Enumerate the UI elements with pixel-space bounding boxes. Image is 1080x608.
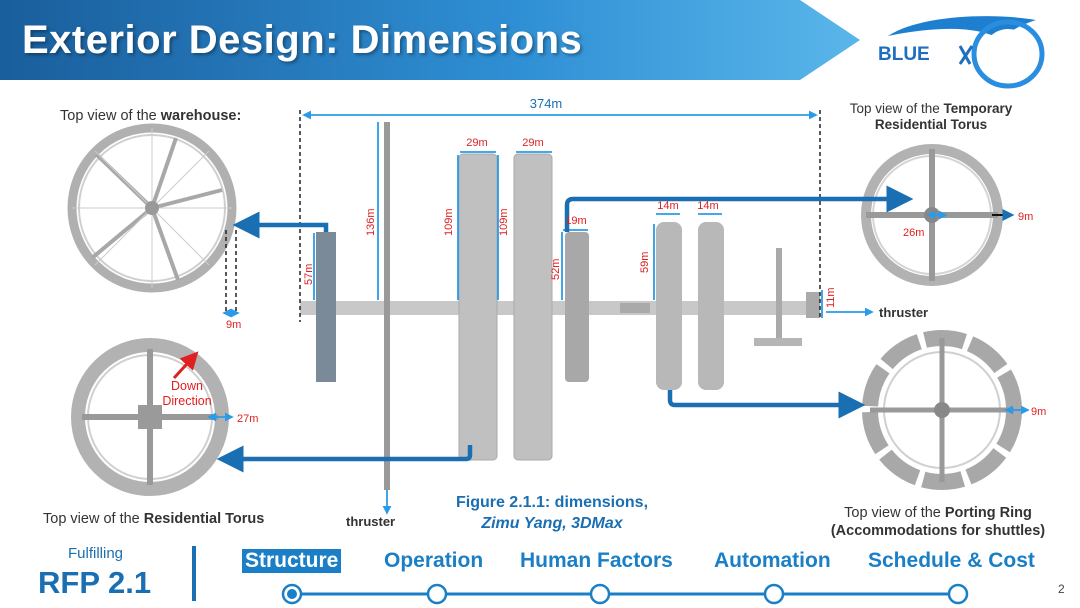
logo-text: BLUE: [878, 44, 930, 65]
bluex-logo: BLUE: [878, 16, 1045, 89]
residential-torus: [71, 338, 229, 496]
rfp-label: RFP 2.1: [38, 565, 152, 600]
dim-57: 57m: [303, 264, 315, 285]
figure-caption: Figure 2.1.1: dimensions, Zimu Yang, 3DM…: [432, 492, 672, 534]
dim-26: 26m: [903, 227, 924, 239]
dim-total: 374m: [530, 96, 563, 111]
nav-tab-schedule-cost[interactable]: Schedule & Cost: [868, 549, 1035, 572]
title-banner: [0, 0, 860, 80]
temporary-torus-view-label: Top view of the Temporary Residential To…: [849, 101, 1013, 132]
station-side-view: [300, 122, 820, 490]
dim-59: 59m: [639, 252, 651, 273]
warehouse-view-label: Top view of the warehouse:: [60, 108, 242, 124]
nav-tab-operation[interactable]: Operation: [384, 549, 484, 572]
dim-52: 52m: [550, 259, 562, 280]
progress-dot-automation[interactable]: [763, 583, 785, 605]
dim-9-temporary: 9m: [1018, 211, 1033, 223]
dim-29b: 29m: [522, 137, 543, 149]
porting-ring-view-label: Top view of the Porting Ring (Accommodat…: [830, 505, 1046, 539]
figure-credit: Zimu Yang, 3DMax: [481, 515, 623, 532]
fulfilling-label: Fulfilling: [68, 545, 124, 562]
warehouse-wheel: [67, 123, 237, 293]
dim-19: 19m: [565, 215, 586, 227]
dim-11: 11m: [825, 287, 837, 308]
thruster-right-label: thruster: [879, 305, 929, 320]
dim-109b: 109m: [498, 208, 510, 236]
thruster-bottom-label: thruster: [346, 514, 396, 529]
dim-14a: 14m: [657, 200, 678, 212]
footer-divider: [192, 546, 196, 601]
nav-tab-human-factors[interactable]: Human Factors: [520, 549, 673, 572]
nav-tab-structure[interactable]: Structure: [242, 549, 342, 573]
progress-dot-operation[interactable]: [426, 583, 448, 605]
progress-dot-schedule-cost[interactable]: [947, 583, 969, 605]
progress-dot-human-factors[interactable]: [589, 583, 611, 605]
nav-tab-automation[interactable]: Automation: [714, 549, 831, 572]
dim-9-warehouse: 9m: [226, 319, 241, 331]
dim-27: 27m: [237, 413, 258, 425]
porting-ring: [862, 330, 1022, 490]
dim-9-porting: 9m: [1031, 406, 1046, 418]
progress-track: [281, 583, 969, 605]
dim-136: 136m: [365, 208, 377, 236]
page-number: 2: [1058, 582, 1065, 596]
dim-29a: 29m: [466, 137, 487, 149]
residential-torus-view-label: Top view of the Residential Torus: [43, 511, 265, 527]
dim-109a: 109m: [443, 208, 455, 236]
slide-title: Exterior Design: Dimensions: [22, 18, 583, 62]
dim-14b: 14m: [697, 200, 718, 212]
